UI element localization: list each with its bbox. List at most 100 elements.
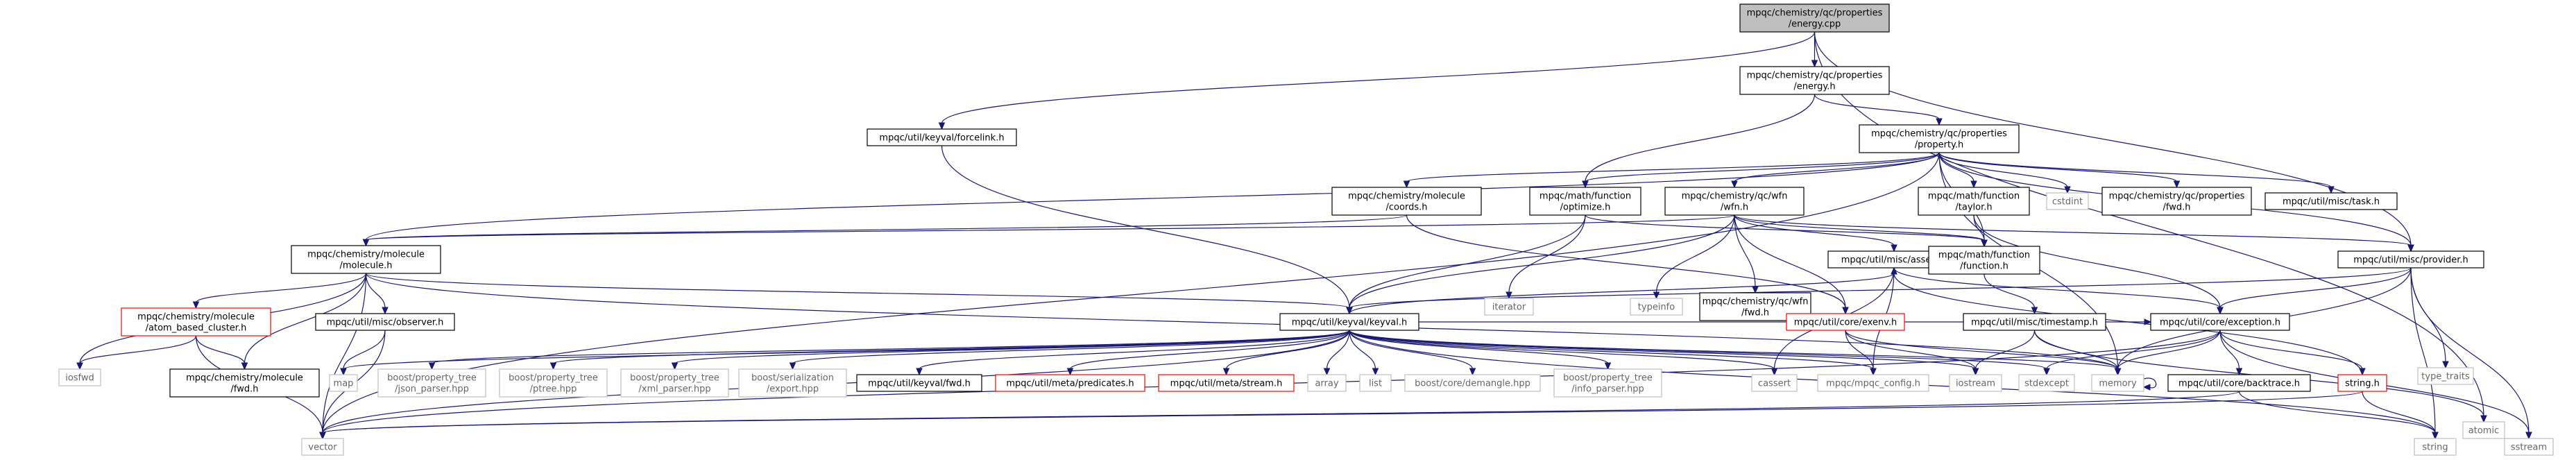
node-mol-fwd-h[interactable]: mpqc/chemistry/molecule/fwd.h <box>169 368 320 398</box>
node-label: mpqc/mpqc_config.h <box>1826 379 1920 389</box>
node-cstdint: cstdint <box>2046 192 2089 210</box>
node-predicates-h[interactable]: mpqc/util/meta/predicates.h <box>995 374 1145 392</box>
node-box <box>315 313 455 331</box>
edge-optimize-h-to-iterator <box>1505 214 1586 300</box>
node-label: mpqc/util/misc/assert.h <box>1841 255 1947 266</box>
node-props-fwd-h[interactable]: mpqc/chemistry/qc/properties/fwd.h <box>2101 187 2252 216</box>
node-box <box>1963 313 2106 331</box>
node-box <box>2264 192 2398 210</box>
node-box <box>1928 246 2040 275</box>
node-box <box>1307 374 1347 392</box>
node-label: mpqc/chemistry/qc/properties <box>1871 129 2007 139</box>
node-label: mpqc/util/core/exenv.h <box>1794 318 1897 328</box>
node-atom-based-cluster-h[interactable]: mpqc/chemistry/molecule/atom_based_clust… <box>121 307 271 337</box>
node-label: /atom_based_cluster.h <box>146 323 247 334</box>
node-task-h[interactable]: mpqc/util/misc/task.h <box>2264 192 2398 210</box>
node-coords-h[interactable]: mpqc/chemistry/molecule/coords.h <box>1331 187 1482 216</box>
node-label: mpqc/chemistry/molecule <box>1348 191 1465 202</box>
graph-edges <box>76 31 2532 440</box>
edge-keyval-h-to-stream-h <box>1222 330 1350 376</box>
node-box <box>1739 3 1890 33</box>
node-stream-h[interactable]: mpqc/util/meta/stream.h <box>1158 374 1295 392</box>
edge-property-h-to-props-fwd-h <box>1938 152 2181 189</box>
node-forcelink-h[interactable]: mpqc/util/keyval/forcelink.h <box>867 128 1017 146</box>
node-exception-h[interactable]: mpqc/util/core/exception.h <box>2150 313 2290 331</box>
edge-property-h-to-wfn-h <box>1731 152 1940 189</box>
edge-wfn-h-to-provider-h <box>1734 214 2414 253</box>
node-label: /fwd.h <box>231 384 259 395</box>
node-energy-cpp[interactable]: mpqc/chemistry/qc/properties/energy.cpp <box>1739 3 1890 33</box>
node-box <box>291 245 441 274</box>
node-backtrace-h[interactable]: mpqc/util/core/backtrace.h <box>2167 374 2311 392</box>
node-wfn-h[interactable]: mpqc/chemistry/qc/wfn/wfn.h <box>1664 187 1805 216</box>
node-property-h[interactable]: mpqc/chemistry/qc/properties/property.h <box>1859 124 2020 153</box>
edge-keyval-h-to-list <box>1349 330 1379 376</box>
edge-keyval-h-to-iostream <box>1349 330 1979 376</box>
edge-wfn-h-to-assert-h <box>1734 214 1897 253</box>
node-label: mpqc/util/meta/predicates.h <box>1006 379 1134 389</box>
node-timestamp-h[interactable]: mpqc/util/misc/timestamp.h <box>1963 313 2106 331</box>
edge-atom-based-cluster-h-to-mol-fwd-h <box>195 335 248 370</box>
edge-property-h-to-cstdint <box>1938 152 2071 194</box>
node-box <box>1279 313 1419 331</box>
node-label: /fwd.h <box>1741 308 1769 318</box>
node-label: array <box>1315 379 1338 389</box>
edge-wfn-h-to-molecule-h <box>362 214 1735 247</box>
edge-exception-h-to-stdexcept <box>2043 330 2221 376</box>
edge-energy-cpp-to-forcelink-h <box>938 31 1816 130</box>
node-label: mpqc/util/misc/provider.h <box>2353 255 2468 266</box>
edge-keyval-h-to-ser-export <box>789 330 1350 370</box>
node-atomic: atomic <box>2462 421 2505 439</box>
node-string: string <box>2414 438 2457 456</box>
node-label: mpqc/util/keyval/keyval.h <box>1292 318 1407 328</box>
node-box <box>738 368 847 398</box>
edge-optimize-h-to-function-h <box>1585 214 1988 248</box>
node-box <box>1751 374 1798 392</box>
node-box <box>1786 313 1905 331</box>
node-box <box>1859 124 2020 153</box>
node-energy-h[interactable]: mpqc/chemistry/qc/properties/energy.h <box>1739 66 1890 95</box>
node-box <box>620 368 729 398</box>
node-provider-h[interactable]: mpqc/util/misc/provider.h <box>2337 250 2484 269</box>
node-label: mpqc/chemistry/qc/wfn <box>1703 297 1809 307</box>
node-label: /property.h <box>1915 140 1964 151</box>
node-box <box>2101 187 2252 216</box>
node-taylor-h[interactable]: mpqc/math/function/taylor.h <box>1918 187 2030 216</box>
node-label: /info_parser.hpp <box>1571 384 1644 395</box>
node-label: /xml_parser.hpp <box>638 384 710 395</box>
edge-molecule-h-to-atom-based-cluster-h <box>192 273 367 309</box>
node-box <box>329 374 358 392</box>
node-label: /ptree.hpp <box>530 384 577 395</box>
node-box <box>2417 367 2474 385</box>
node-box <box>1553 368 1662 398</box>
edge-string-h-to-string <box>2362 391 2439 440</box>
node-box <box>377 368 486 398</box>
edge-forcelink-h-to-keyval-h <box>941 145 1353 315</box>
edge-provider-h-to-exception-h <box>2217 267 2412 315</box>
node-array: array <box>1307 374 1347 392</box>
edge-keyval-h-to-ptree <box>549 330 1350 370</box>
node-iosfwd: iosfwd <box>58 368 101 386</box>
edge-string-h-to-vector <box>319 391 2363 440</box>
node-molecule-h[interactable]: mpqc/chemistry/molecule/molecule.h <box>291 245 441 274</box>
node-label: mpqc/util/misc/observer.h <box>327 318 444 328</box>
edge-provider-h-to-sstream <box>2410 267 2532 440</box>
edge-property-h-to-taylor-h <box>1938 152 1977 189</box>
node-label: mpqc/util/meta/stream.h <box>1170 379 1283 389</box>
node-box <box>2337 250 2484 269</box>
node-keyval-h[interactable]: mpqc/util/keyval/keyval.h <box>1279 313 1419 331</box>
node-box <box>1664 187 1805 216</box>
edge-keyval-h-to-keyval-fwd-h <box>916 330 1350 376</box>
edge-wfn-h-to-typeinfo <box>1653 214 1735 300</box>
node-exenv-h[interactable]: mpqc/util/core/exenv.h <box>1786 313 1905 331</box>
node-label: mpqc/util/core/backtrace.h <box>2178 379 2300 389</box>
node-optimize-h[interactable]: mpqc/math/function/optimize.h <box>1529 187 1641 216</box>
node-function-h[interactable]: mpqc/math/function/function.h <box>1928 246 2040 275</box>
node-label: boost/serialization <box>751 373 834 384</box>
node-ptree: boost/property_tree/ptree.hpp <box>499 368 608 398</box>
node-observer-h[interactable]: mpqc/util/misc/observer.h <box>315 313 455 331</box>
edge-observer-h-to-map <box>340 330 386 376</box>
node-keyval-fwd-h[interactable]: mpqc/util/keyval/fwd.h <box>856 374 982 392</box>
node-string-h[interactable]: string.h <box>2337 374 2387 392</box>
node-box <box>2462 421 2505 439</box>
